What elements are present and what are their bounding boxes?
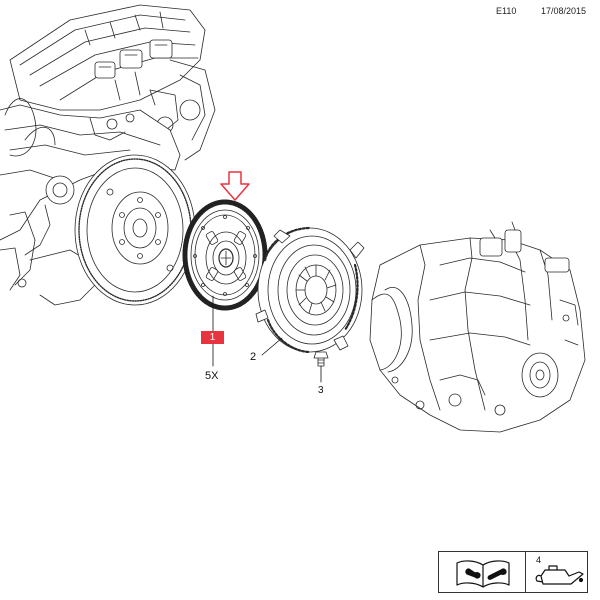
diagram-code: E110 bbox=[496, 6, 517, 16]
callout-part-1[interactable]: 1 bbox=[201, 331, 224, 344]
legend-oil-number: 4 bbox=[536, 555, 542, 565]
transmission-housing bbox=[369, 221, 586, 433]
engine-block bbox=[0, 4, 216, 306]
oil-can-icon bbox=[535, 565, 584, 585]
flywheel bbox=[74, 154, 196, 306]
diagram-date: 17/08/2015 bbox=[541, 6, 587, 16]
callout-part-1-quantity: 5X bbox=[205, 370, 219, 382]
pressure-plate bbox=[255, 226, 365, 354]
bolt bbox=[313, 351, 329, 367]
book-wrench-icon bbox=[456, 560, 510, 588]
legend-box: 4 bbox=[438, 551, 588, 593]
legend-divider bbox=[525, 552, 526, 592]
callout-part-2[interactable]: 2 bbox=[250, 351, 257, 363]
indicator-arrow bbox=[220, 171, 250, 201]
leader-lines bbox=[212, 295, 322, 383]
clutch-disc bbox=[182, 199, 268, 311]
callout-part-3[interactable]: 3 bbox=[318, 385, 324, 396]
